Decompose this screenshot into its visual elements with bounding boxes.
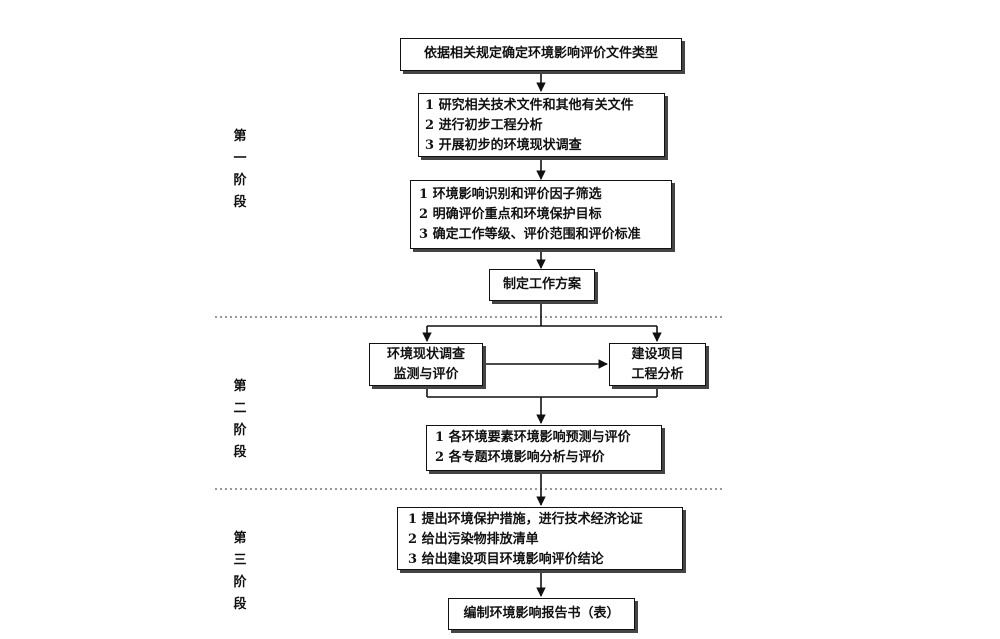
- stage-2-char: 第: [233, 379, 247, 394]
- box-line: 1 各环境要素环境影响预测与评价: [435, 430, 631, 445]
- stage-3-label: 第 三 阶 段: [230, 528, 250, 616]
- box-line: 2 明确评价重点和环境保护目标: [419, 207, 602, 222]
- box-text: 编制环境影响报告书（表）: [463, 606, 620, 621]
- box-line: 1 研究相关技术文件和其他有关文件: [425, 98, 634, 113]
- stage-1-char: 第: [233, 129, 247, 144]
- box-text: 依据相关规定确定环境影响评价文件类型: [423, 46, 658, 61]
- box-line: 1 环境影响识别和评价因子筛选: [419, 187, 602, 202]
- box-line: 监测与评价: [393, 367, 459, 382]
- box-line: 工程分析: [631, 367, 684, 382]
- box-line: 3 确定工作等级、评价范围和评价标准: [419, 227, 641, 242]
- preparation-box: 1 研究相关技术文件和其他有关文件 2 进行初步工程分析 3 开展初步的环境现状…: [418, 93, 665, 157]
- stage-3-char: 第: [233, 531, 247, 546]
- stage-3-char: 三: [233, 553, 247, 568]
- stage-3-char: 阶: [233, 575, 247, 590]
- box-line: 3 给出建设项目环境影响评价结论: [408, 552, 604, 567]
- box-line: 1 提出环境保护措施，进行技术经济论证: [408, 512, 643, 527]
- report-box: 编制环境影响报告书（表）: [448, 598, 635, 630]
- env-survey-box: 环境现状调查 监测与评价: [369, 343, 483, 386]
- identification-box: 1 环境影响识别和评价因子筛选 2 明确评价重点和环境保护目标 3 确定工作等级…: [410, 180, 672, 249]
- stage-2-char: 阶: [233, 423, 247, 438]
- stage-2-label: 第 二 阶 段: [230, 376, 250, 464]
- stage-1-char: 阶: [233, 173, 247, 188]
- measures-box: 1 提出环境保护措施，进行技术经济论证 2 给出污染物排放清单 3 给出建设项目…: [397, 507, 683, 570]
- box-line: 建设项目: [631, 347, 684, 362]
- determine-document-type-box: 依据相关规定确定环境影响评价文件类型: [400, 38, 682, 71]
- project-analysis-box: 建设项目 工程分析: [609, 343, 706, 386]
- stage-1-char: 一: [233, 151, 247, 166]
- stage-3-char: 段: [233, 597, 247, 612]
- box-text: 制定工作方案: [502, 277, 581, 292]
- box-line: 2 各专题环境影响分析与评价: [435, 450, 605, 465]
- stage-1-char: 段: [233, 195, 247, 210]
- stage-2-char: 二: [233, 401, 247, 416]
- work-plan-box: 制定工作方案: [489, 269, 595, 301]
- box-line: 3 开展初步的环境现状调查: [425, 138, 582, 153]
- stage-1-label: 第 一 阶 段: [230, 126, 250, 214]
- box-line: 2 给出污染物排放清单: [408, 532, 539, 547]
- box-line: 环境现状调查: [386, 347, 465, 362]
- stage-2-char: 段: [233, 445, 247, 460]
- box-line: 2 进行初步工程分析: [425, 118, 543, 133]
- prediction-box: 1 各环境要素环境影响预测与评价 2 各专题环境影响分析与评价: [426, 425, 662, 471]
